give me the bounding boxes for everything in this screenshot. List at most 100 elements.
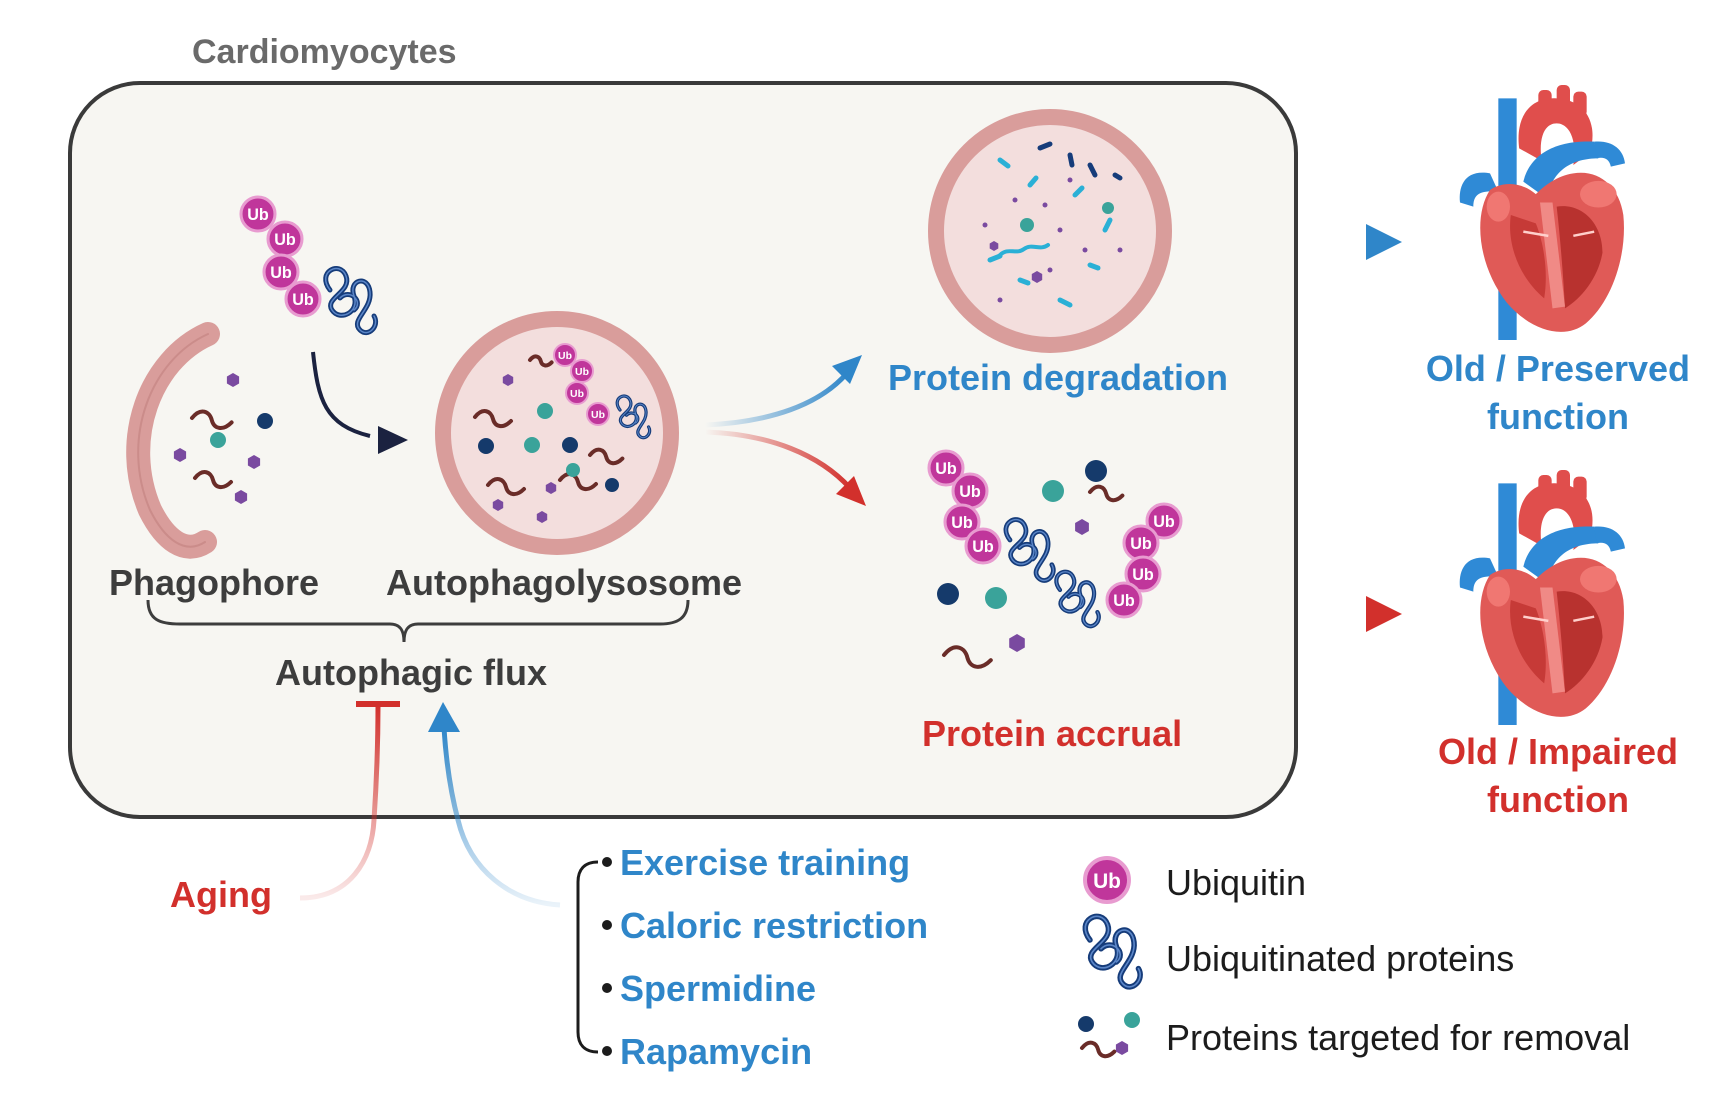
preserved-function-line2: function (1487, 396, 1629, 437)
target-protein-icon (190, 409, 234, 430)
target-protein-icon (605, 478, 619, 492)
target-protein-icon (478, 438, 494, 454)
target-protein-icon (234, 490, 248, 504)
legend-ubiquitinated-label: Ubiquitinated proteins (1166, 938, 1515, 979)
target-protein-icon (562, 437, 578, 453)
protein-fragment (1117, 247, 1123, 253)
protein-fragment (1017, 277, 1031, 286)
bullet-dot (602, 920, 612, 930)
ubiquitin-icon: Ub (262, 253, 300, 291)
ub-text: Ub (1093, 870, 1121, 893)
bullet-dot (602, 983, 612, 993)
target-protein-icon (942, 645, 993, 669)
protein-fragment (998, 243, 1050, 257)
activator-caloric-restriction: Caloric restriction (620, 905, 929, 946)
target-protein-icon (536, 511, 548, 523)
protein-fragment (1072, 185, 1085, 198)
target-protein-icon (1115, 1041, 1129, 1055)
legend-targeted-label: Proteins targeted for removal (1166, 1017, 1631, 1058)
protein-fragment (1012, 197, 1018, 203)
target-protein-icon (1078, 1016, 1094, 1032)
target-protein-icon (257, 413, 273, 429)
target-protein-icon (524, 437, 540, 453)
protein-fragment (1067, 152, 1075, 168)
ubiquitinated-protein-icon (615, 394, 652, 440)
ubiquitinated-protein-icon (323, 266, 378, 336)
aging-label: Aging (170, 874, 272, 915)
target-protein-icon (173, 448, 187, 462)
impaired-function-label: Old / Impaired function (1418, 728, 1698, 824)
protein-fragment (1082, 247, 1088, 253)
ubiquitin-icon: Ub (1145, 502, 1183, 540)
target-protein-icon (1009, 634, 1025, 652)
ub-text: Ub (1132, 566, 1154, 584)
ubiquitin-icon: Ub (553, 343, 577, 367)
target-protein-icon (226, 373, 240, 387)
protein-fragment (1020, 218, 1034, 232)
target-protein-icon (486, 477, 526, 496)
protein-fragment (1112, 172, 1123, 181)
target-protein-icon (473, 409, 513, 428)
target-protein-icon (1080, 1040, 1117, 1059)
ub-text: Ub (247, 206, 269, 224)
phagophore-label: Phagophore (109, 562, 320, 603)
autophagic-flux-label: Autophagic flux (275, 652, 547, 693)
protein-fragment (1037, 141, 1053, 151)
target-protein-icon (210, 432, 226, 448)
protein-fragment (1102, 217, 1113, 233)
ubiquitin-icon: Ub (943, 503, 981, 541)
protein-fragment (1087, 162, 1098, 178)
cell-title: Cardiomyocytes (192, 33, 457, 71)
heart-icon-impaired (1458, 470, 1627, 727)
protein-fragment (1057, 227, 1063, 233)
protein-fragment (1047, 267, 1053, 273)
protein-fragment (1042, 202, 1048, 208)
bullet-dot (602, 857, 612, 867)
protein-fragment (987, 253, 1003, 263)
target-protein-icon (193, 470, 233, 489)
ub-text: Ub (1153, 513, 1175, 531)
ub-text: Ub (951, 514, 973, 532)
ub-text: Ub (274, 231, 296, 249)
activator-rapamycin: Rapamycin (620, 1031, 813, 1072)
impaired-function-line2: function (1487, 779, 1629, 820)
ub-text: Ub (558, 351, 572, 362)
protein-fragment (1087, 262, 1101, 271)
ubiquitin-icon: Ub (570, 359, 594, 383)
ub-text: Ub (1130, 535, 1152, 553)
bullet-dot (602, 1046, 612, 1056)
ub-text: Ub (959, 483, 981, 501)
ub-text: Ub (935, 460, 957, 478)
ubiquitin-icon: Ub (964, 527, 1002, 565)
ub-text: Ub (270, 264, 292, 282)
target-protein-icon (1088, 484, 1125, 503)
protein-fragment (1067, 177, 1073, 183)
ub-text: Ub (972, 538, 994, 556)
autophagolysosome-label: Autophagolysosome (386, 562, 743, 603)
ubiquitin-icon: Ub (951, 472, 989, 510)
target-protein-icon (247, 455, 261, 469)
ubiquitin-icon: Ub (239, 195, 277, 233)
target-protein-icon (588, 447, 625, 466)
ub-text: Ub (591, 410, 605, 421)
ubiquitinated-protein-icon (1003, 517, 1056, 583)
target-protein-icon (502, 374, 514, 386)
heart-icon-preserved (1458, 85, 1627, 342)
target-protein-icon (985, 587, 1007, 609)
ubiquitin-icon: Ub (565, 381, 589, 405)
legend-ubiquitin-label: Ubiquitin (1166, 862, 1307, 903)
protein-accrual-label: Protein accrual (922, 713, 1183, 754)
protein-fragment (1102, 202, 1114, 214)
protein-degradation-label: Protein degradation (888, 357, 1229, 398)
ub-text: Ub (570, 389, 584, 400)
protein-fragment (1057, 297, 1073, 308)
target-protein-icon (492, 499, 504, 511)
ubiquitin-icon: Ub (266, 220, 304, 258)
ubiquitin-icon: Ub (1083, 856, 1131, 904)
preserved-function-label: Old / Preserved function (1418, 345, 1698, 441)
ub-text: Ub (292, 291, 314, 309)
ub-text: Ub (1113, 592, 1135, 610)
target-protein-icon (528, 354, 554, 368)
ubiquitin-icon: Ub (1124, 555, 1162, 593)
